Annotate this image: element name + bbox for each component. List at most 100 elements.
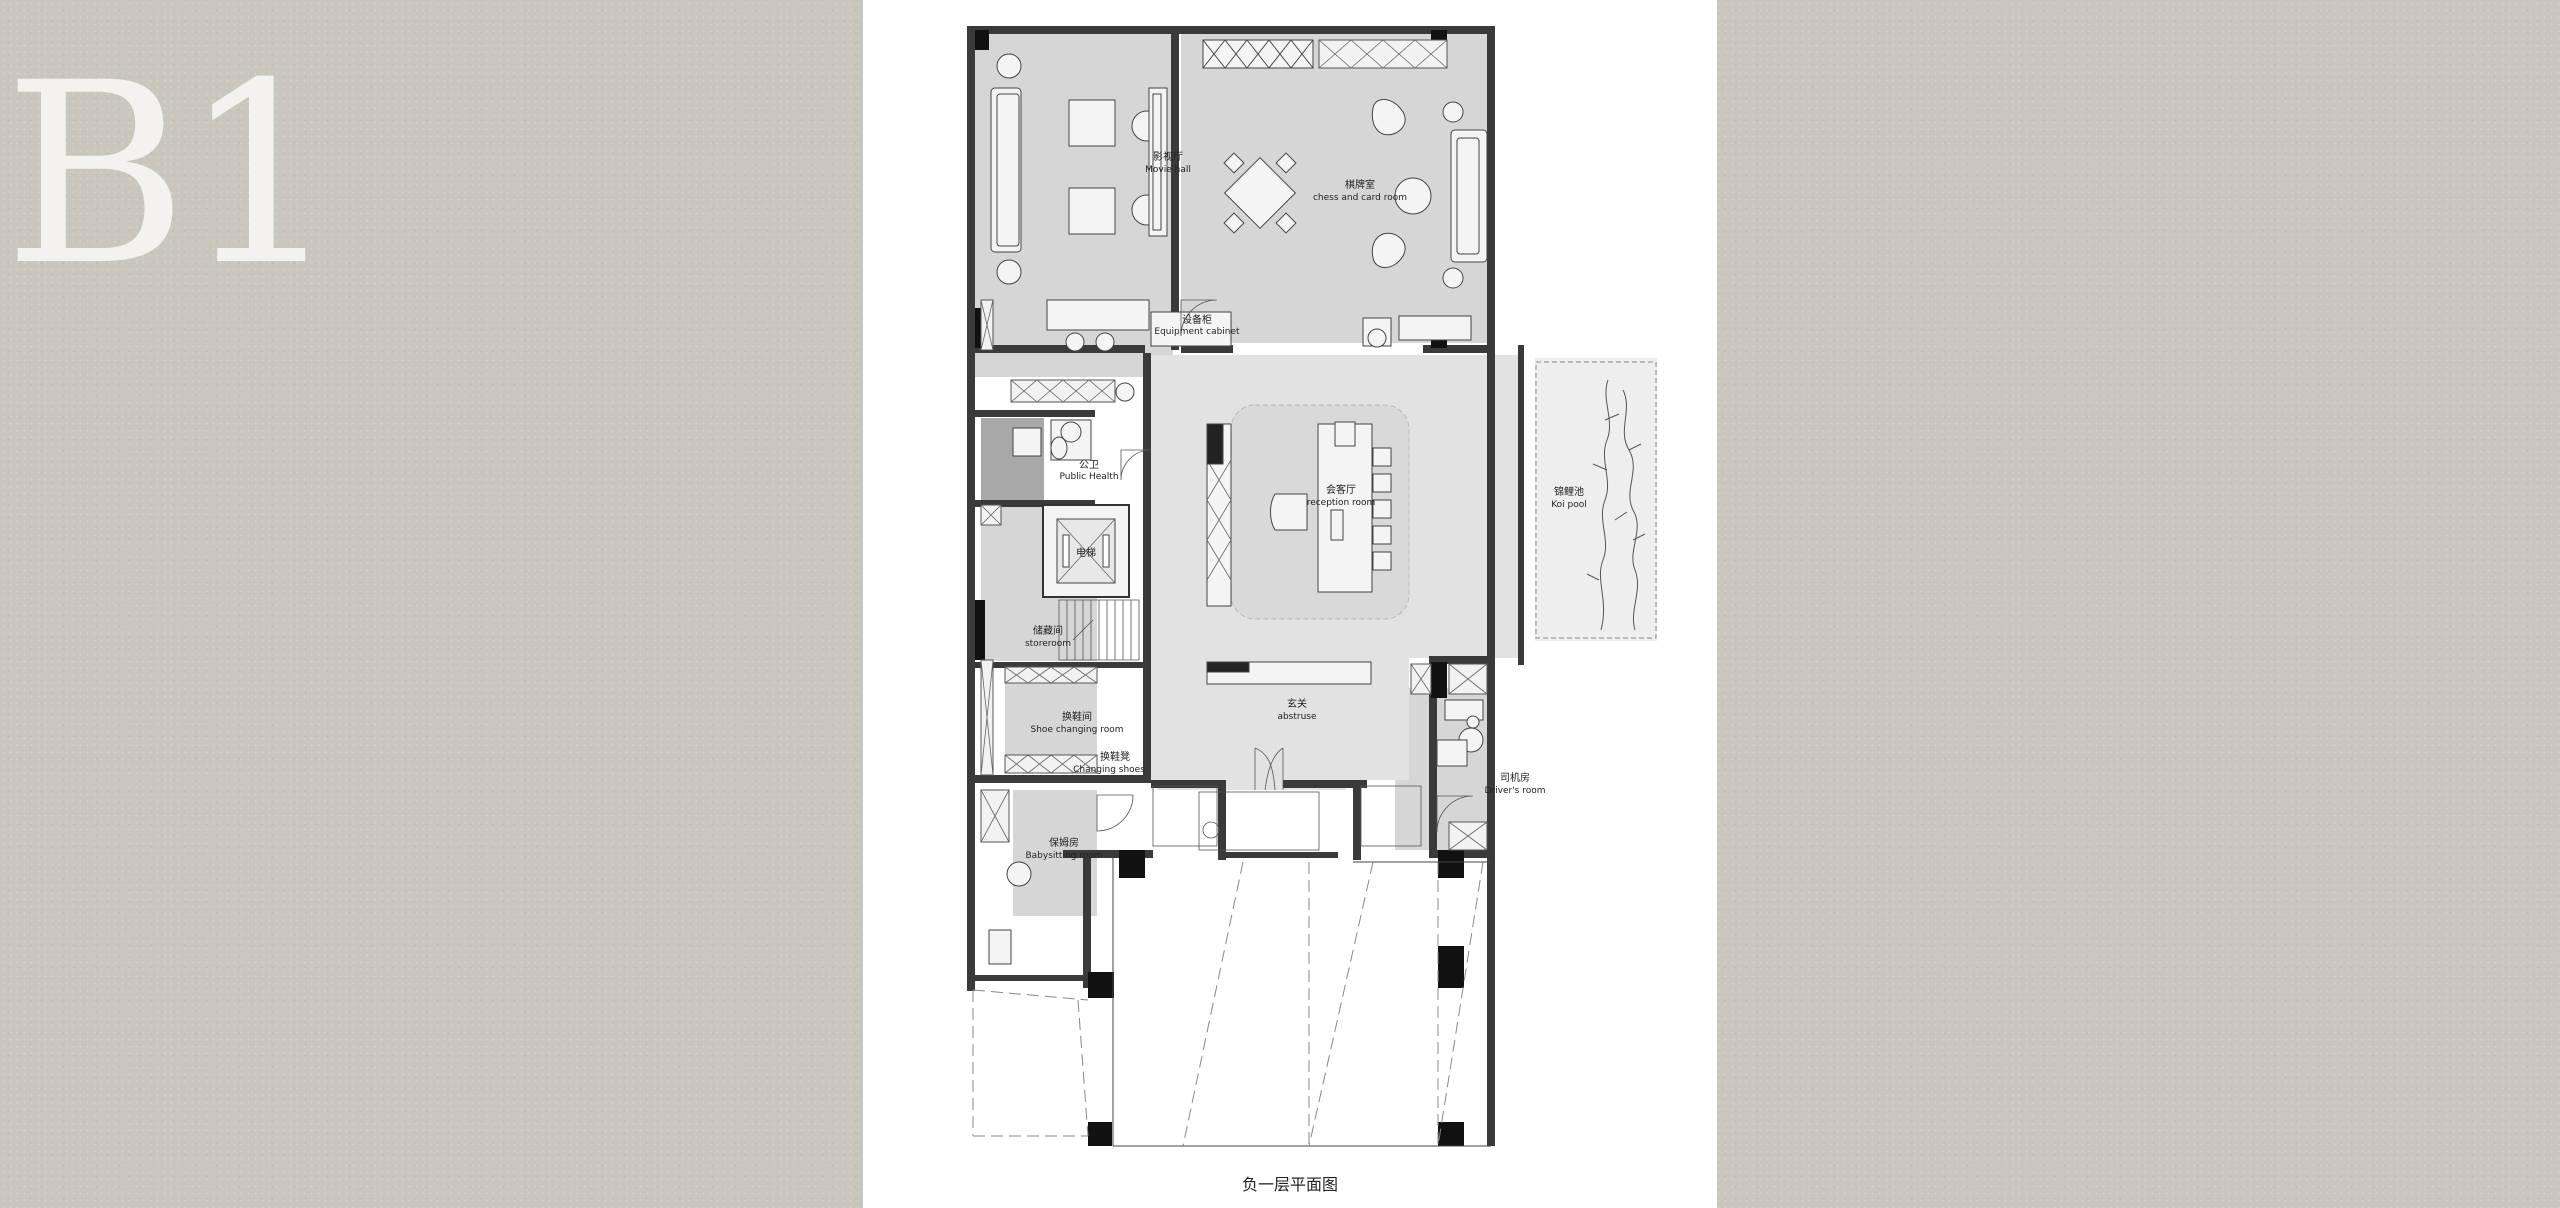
north-wall [975, 26, 1495, 34]
babysitting-east-wall [1083, 858, 1091, 988]
entry-double-door [1254, 747, 1284, 791]
shoe-room-label-en: Shoe changing room [1031, 725, 1124, 735]
toilet [1050, 436, 1068, 460]
parking-line [972, 989, 1089, 1001]
chess-room-area [1181, 33, 1492, 343]
entrance-label-en: abstruse [1277, 712, 1317, 722]
public-health-fixtures [1012, 419, 1092, 461]
column [1088, 1122, 1112, 1146]
armchair [1068, 99, 1116, 147]
stair-outline [1058, 599, 1140, 661]
driver-room-label-en: Driver's room [1484, 786, 1545, 796]
chess-room-label: 棋牌室 [1345, 178, 1375, 191]
elevator-panel [1102, 534, 1110, 568]
floor-plan: 影视厅 Movie hall 棋牌室 chess and card room 设… [967, 26, 1657, 1147]
walls [967, 26, 1524, 1146]
movie-hall-label: 影视厅 [1153, 150, 1183, 163]
sofa-cushion [1456, 137, 1480, 255]
bar-stool [1095, 332, 1115, 352]
movie-hall-south-wall [975, 345, 1145, 353]
screen [1152, 93, 1162, 231]
movie-hall-label-en: Movie hall [1145, 165, 1191, 175]
lamp [996, 53, 1022, 79]
bed [1436, 739, 1468, 767]
entry-wall-west [1151, 780, 1225, 788]
long-table [1317, 423, 1373, 593]
chair [1372, 447, 1392, 467]
babysitting-north-wall [1063, 850, 1153, 858]
garage-lines [1112, 858, 1491, 1147]
hall-west-wall [1143, 353, 1151, 783]
cabinet [1004, 666, 1098, 684]
cabinet-x-marks [980, 39, 1488, 851]
wc-cabinet [1012, 427, 1042, 457]
console [1398, 315, 1472, 341]
shoe-room-label: 换鞋间 [1062, 710, 1092, 723]
floor-title: B1 [4, 29, 341, 320]
cabinet [1318, 39, 1448, 69]
changing-shoes-label: 换鞋凳 [1100, 750, 1130, 763]
entry-right-wall [1353, 780, 1361, 860]
elevator-cross [1056, 518, 1116, 584]
round-table [1394, 177, 1432, 215]
armchair [1068, 187, 1116, 235]
bench-dark-panel [1206, 661, 1250, 673]
sink [1367, 328, 1387, 348]
column [1438, 946, 1464, 988]
column [975, 600, 985, 660]
parking-line [1182, 861, 1244, 1147]
room-labels: 影视厅 Movie hall 棋牌室 chess and card room 设… [1025, 150, 1587, 861]
chess-room-furniture [1202, 39, 1488, 348]
door-swing [1096, 794, 1134, 832]
armchair [1270, 493, 1308, 531]
parking-line [1308, 861, 1374, 1147]
koi-pool-label: 锦鲤池 [1554, 485, 1584, 498]
x-mark [1318, 39, 1448, 69]
chair [1466, 715, 1480, 729]
storeroom-label-en: storeroom [1025, 639, 1071, 649]
chair [1223, 152, 1245, 174]
stairs [1058, 599, 1140, 661]
lamp [1006, 861, 1032, 887]
west-wall [967, 26, 975, 991]
koi-pool-edge [1535, 361, 1657, 639]
lamp [996, 259, 1022, 285]
fixture [1202, 821, 1220, 839]
entry-vestibule [1198, 791, 1320, 851]
table-item [1334, 421, 1356, 447]
babysitting-south-wall [975, 975, 1091, 981]
chair [1223, 212, 1245, 234]
closet [1360, 785, 1422, 847]
public-health-north-wall [975, 410, 1095, 417]
entrance-label: 玄关 [1287, 697, 1307, 710]
bar-stool [1065, 332, 1085, 352]
entry-threshold [1218, 852, 1338, 858]
chess-south-wall-a [1181, 345, 1233, 353]
stair-arrow [1072, 619, 1094, 641]
shoe-room-area [1005, 678, 1097, 756]
cabinet [1010, 379, 1116, 403]
bed [988, 929, 1012, 965]
equipment-label: 设备柜 [1182, 313, 1212, 326]
tv-cabinet [1206, 423, 1224, 465]
koi-pool-west-wall [1518, 345, 1524, 665]
koi-pool-plants [1586, 379, 1646, 631]
lounge-chair [1371, 232, 1406, 268]
movie-hall-furniture [990, 53, 1232, 402]
public-health-south-wall [975, 500, 1095, 507]
x-mark [1010, 379, 1116, 403]
chess-room-label-en: chess and card room [1313, 193, 1407, 203]
reception-label: 会客厅 [1326, 483, 1356, 496]
driver-room-furniture [1436, 699, 1484, 767]
floor-plan-sheet: 影视厅 Movie hall 棋牌室 chess and card room 设… [863, 0, 1717, 1208]
plan-caption: 负一层平面图 [1241, 1175, 1338, 1194]
shoe-room-south-wall [975, 775, 1145, 783]
chair [1372, 551, 1392, 571]
chair [1372, 525, 1392, 545]
babysitting-label: 保姆房 [1049, 836, 1079, 849]
chair [1372, 473, 1392, 493]
bar-counter [1046, 299, 1150, 331]
x-mark [980, 299, 1010, 843]
storeroom-label: 储藏间 [1033, 624, 1063, 637]
column [1438, 1122, 1464, 1146]
